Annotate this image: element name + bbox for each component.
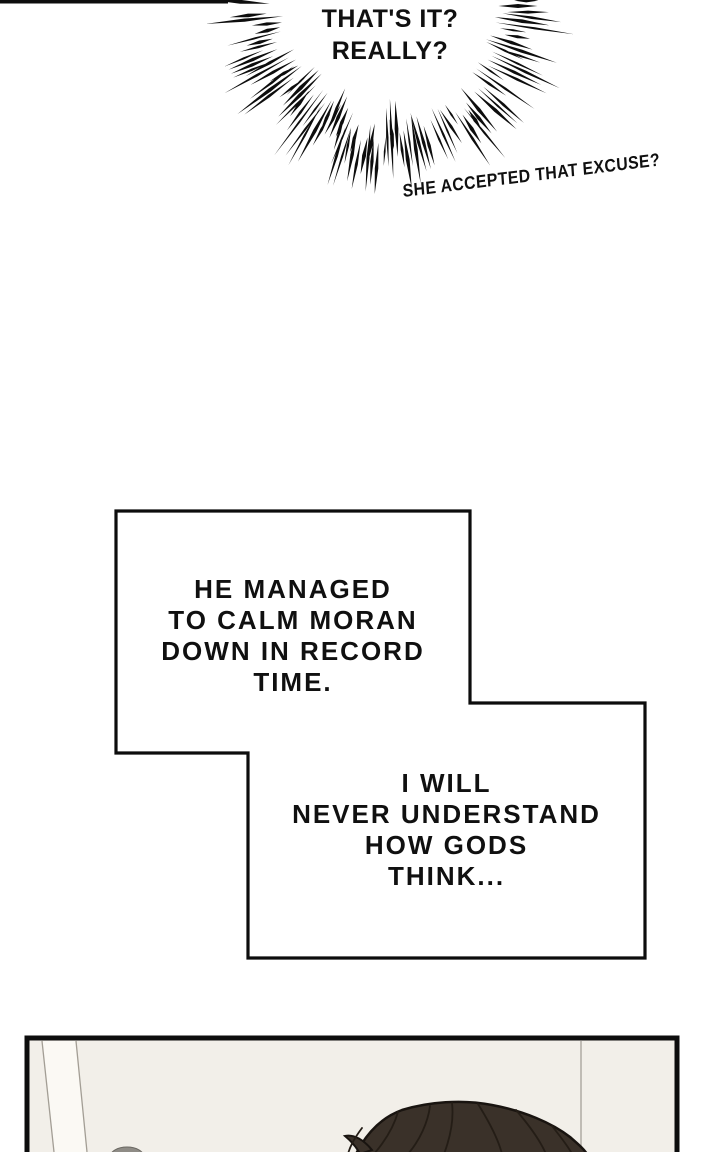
hair-flick [342, 1134, 374, 1152]
burst-effect [206, 0, 575, 194]
speech-box-1-text: HE MANAGED TO CALM MORAN DOWN IN RECORD … [161, 574, 425, 697]
door-handle [111, 1146, 143, 1152]
wall-strip [42, 1041, 87, 1152]
shout-line-1: THAT'S IT? [321, 5, 459, 33]
bottom-panel-frame [24, 1035, 680, 1152]
burst-spikes [206, 0, 575, 194]
shout-line-2: REALLY? [331, 37, 449, 65]
hair-strands [347, 1102, 572, 1152]
character-hair [355, 1100, 588, 1152]
speech-box-2-text: I WILL NEVER UNDERSTAND HOW GODS THINK..… [292, 768, 601, 891]
wall-corner-lines [41, 1040, 88, 1152]
shout-text: THAT'S IT? REALLY? [216, 3, 564, 67]
